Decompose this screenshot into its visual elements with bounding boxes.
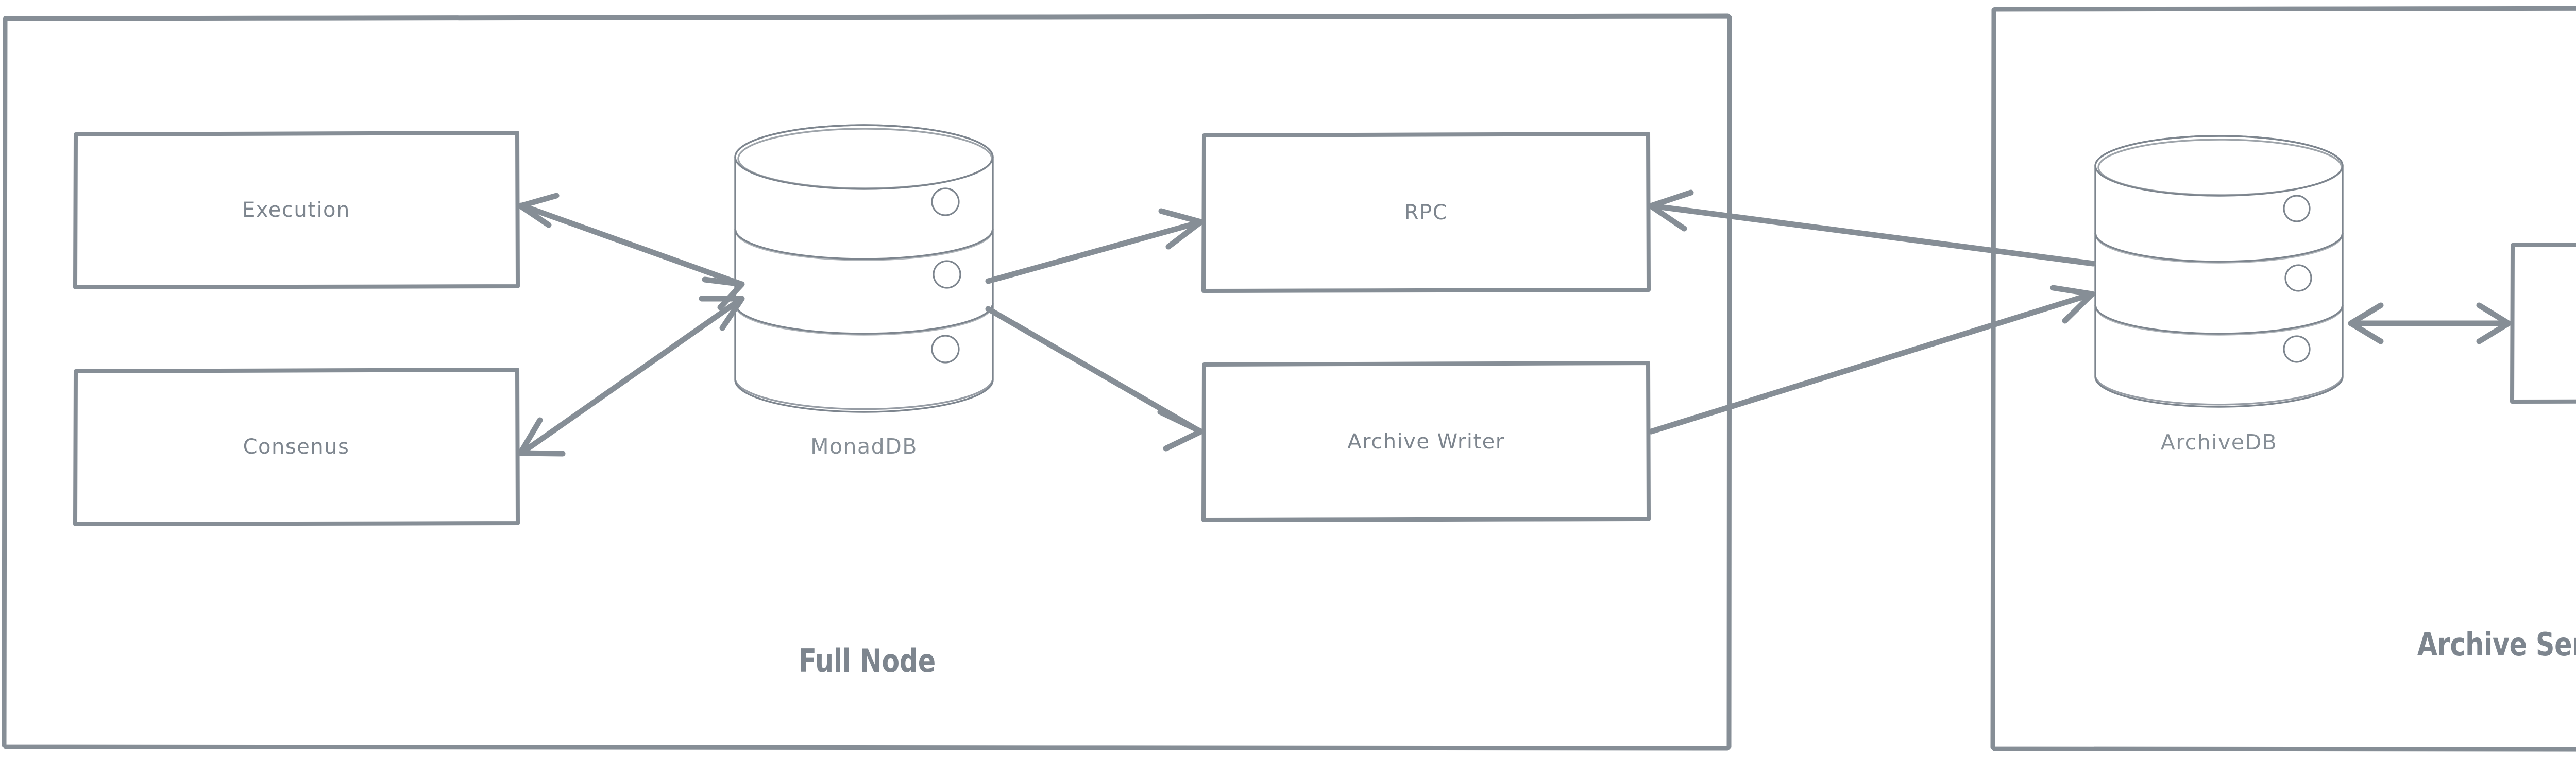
node-indexer[interactable]: Indexer (2510, 243, 2576, 404)
connector-archivedb-indexer[interactable] (2348, 302, 2512, 344)
connector-archivewriter-archivedb-line (1648, 291, 2094, 435)
monaddb-led-icon-1 (931, 187, 960, 216)
archivedb-led-icon-3 (2283, 335, 2311, 363)
connector-execution-monaddb-line (518, 202, 743, 287)
connector-archivedb-indexer-arrowhead-right (2476, 302, 2512, 344)
monaddb-led-icon-2 (933, 260, 961, 289)
node-rpc-border (1201, 132, 1651, 293)
monaddb-divider-2-echo (735, 305, 993, 336)
monaddb-divider-1-echo (735, 230, 993, 261)
archivedb-divider-1 (2094, 232, 2344, 263)
node-execution-border (73, 131, 520, 289)
connector-archivewriter-archivedb-arrowhead (2050, 285, 2095, 324)
node-archive-writer-border (1201, 361, 1651, 522)
archivedb-cylinder-body (2094, 135, 2344, 408)
node-execution[interactable]: Execution (73, 131, 520, 289)
archivedb-led-icon-1 (2283, 195, 2311, 222)
node-archive-writer-label: Archive Writer (1347, 430, 1504, 454)
node-execution-label: Execution (242, 198, 350, 222)
panel-full-node-title: Full Node (799, 643, 936, 680)
monaddb-led-icon-3 (931, 335, 960, 364)
connector-consenus-monaddb[interactable] (517, 296, 745, 457)
connector-monaddb-rpc-line (985, 219, 1202, 284)
node-indexer-border (2510, 243, 2576, 404)
archivedb-led-icon-2 (2284, 264, 2312, 292)
archivedb-divider-2 (2094, 304, 2344, 335)
connector-consenus-monaddb-arrowhead-right (699, 296, 745, 331)
archivedb-cylinder-bottom (2095, 377, 2343, 406)
connector-execution-monaddb-arrowhead-left (517, 193, 560, 228)
database-monaddb[interactable]: MonadDB (734, 124, 994, 459)
connector-archivedb-rpc[interactable] (1648, 189, 2096, 267)
connector-consenus-monaddb-line (518, 297, 743, 456)
connector-monaddb-archivewriter-arrowhead (1157, 409, 1204, 452)
archivedb-cylinder-top-echo (2097, 139, 2343, 196)
connector-archivewriter-archivedb[interactable] (1648, 285, 2095, 435)
node-rpc[interactable]: RPC (1201, 132, 1651, 293)
connector-archivedb-rpc-line (1649, 203, 2096, 267)
monaddb-cylinder-top-echo (737, 128, 993, 189)
node-rpc-label: RPC (1404, 201, 1448, 224)
database-monaddb-caption: MonadDB (810, 434, 918, 459)
connector-monaddb-rpc-arrowhead (1158, 208, 1204, 250)
panel-archive-server-title: Archive Server (2417, 626, 2576, 663)
connector-archivedb-indexer-arrowhead-left (2348, 302, 2384, 344)
connector-execution-monaddb[interactable] (517, 193, 745, 310)
panel-archive-server-border (1990, 6, 2576, 752)
monaddb-divider-1 (734, 228, 994, 260)
connector-archivedb-rpc-arrowhead (1648, 189, 1694, 232)
database-archivedb-caption: ArchiveDB (2161, 430, 2278, 455)
connector-monaddb-archivewriter[interactable] (985, 306, 1204, 452)
panel-full-node-border (2, 13, 1732, 751)
node-consenus-label: Consenus (243, 435, 350, 459)
node-consenus-border (73, 368, 520, 526)
node-archive-writer[interactable]: Archive Writer (1201, 361, 1651, 522)
node-consenus[interactable]: Consenus (73, 368, 520, 526)
archivedb-divider-2-echo (2095, 306, 2343, 336)
panel-full-node[interactable]: Full Node (2, 13, 1732, 751)
archivedb-divider-1-echo (2095, 234, 2343, 264)
connector-consenus-monaddb-arrowhead-left (517, 417, 566, 457)
monaddb-cylinder-bottom (735, 380, 993, 410)
monaddb-cylinder-body (734, 124, 994, 413)
database-archivedb[interactable]: ArchiveDB (2094, 135, 2344, 455)
connector-monaddb-rpc[interactable] (985, 208, 1204, 284)
monaddb-divider-2 (734, 303, 994, 335)
connector-monaddb-archivewriter-line (985, 306, 1202, 434)
panel-archive-server[interactable]: Archive Server (1990, 6, 2576, 752)
